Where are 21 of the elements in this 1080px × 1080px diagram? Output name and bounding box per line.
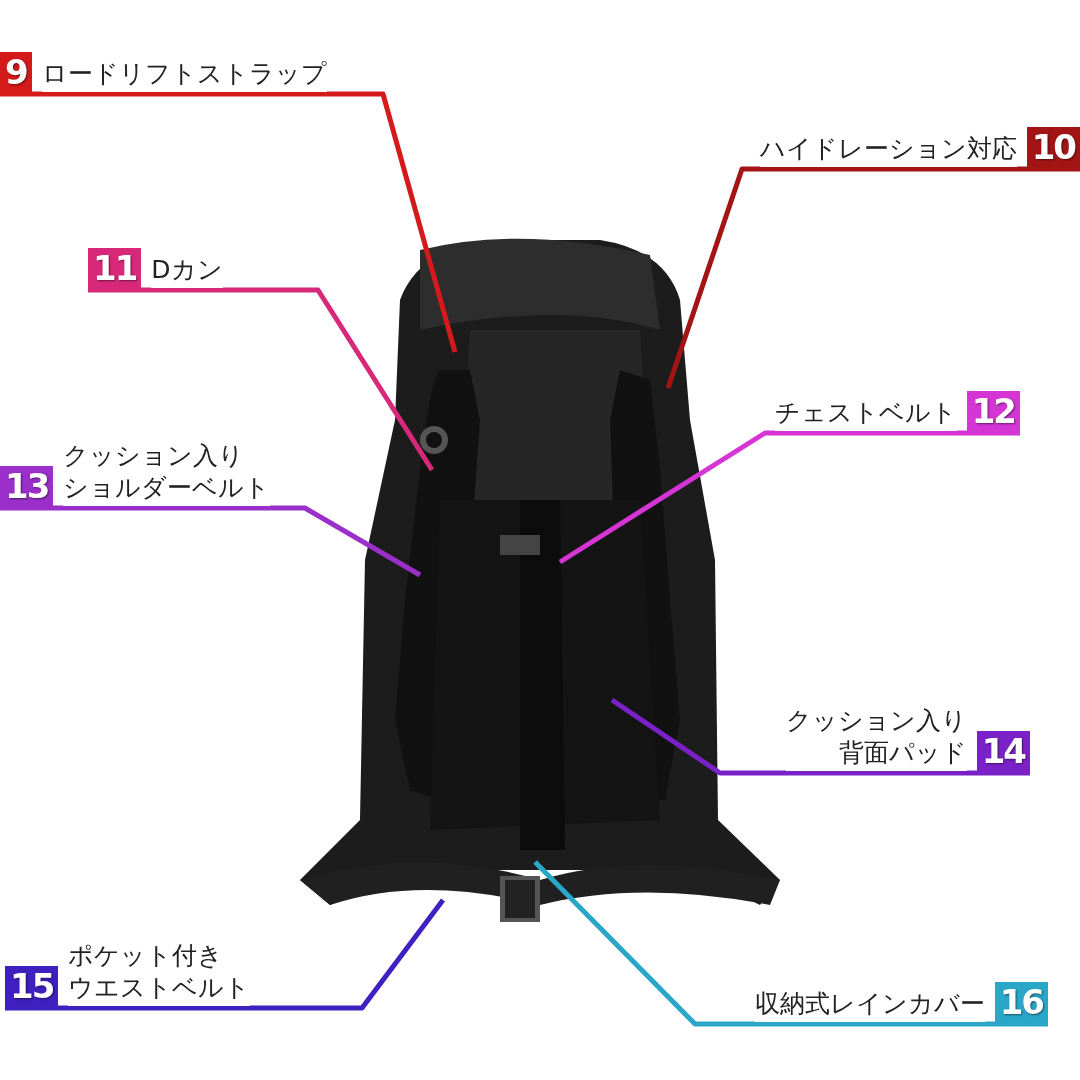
leader-line [610, 697, 1030, 776]
leader-line [0, 505, 422, 578]
leader-line [665, 166, 1080, 389]
part-label: ハイドレーション対応 [759, 133, 1017, 167]
callout-number: 11 [88, 248, 142, 288]
leader-line [88, 287, 435, 472]
callout-number: 14 [976, 731, 1030, 771]
part-label: 収納式レインカバー [754, 988, 985, 1022]
leader-line [5, 898, 445, 1011]
callout-number: 16 [994, 982, 1048, 1022]
callout-number: 10 [1026, 127, 1080, 167]
callout-number: 9 [0, 52, 32, 92]
part-label: クッション入り背面パッド [785, 705, 967, 771]
leader-line [558, 430, 1020, 565]
callout-number: 12 [966, 391, 1020, 431]
leader-line [533, 860, 1048, 1027]
part-label: クッション入りショルダーベルト [63, 440, 271, 506]
callout-number: 15 [5, 966, 59, 1006]
leader-line [0, 91, 458, 353]
callout-number: 13 [0, 466, 54, 506]
part-label: ロードリフトストラップ [41, 58, 327, 92]
